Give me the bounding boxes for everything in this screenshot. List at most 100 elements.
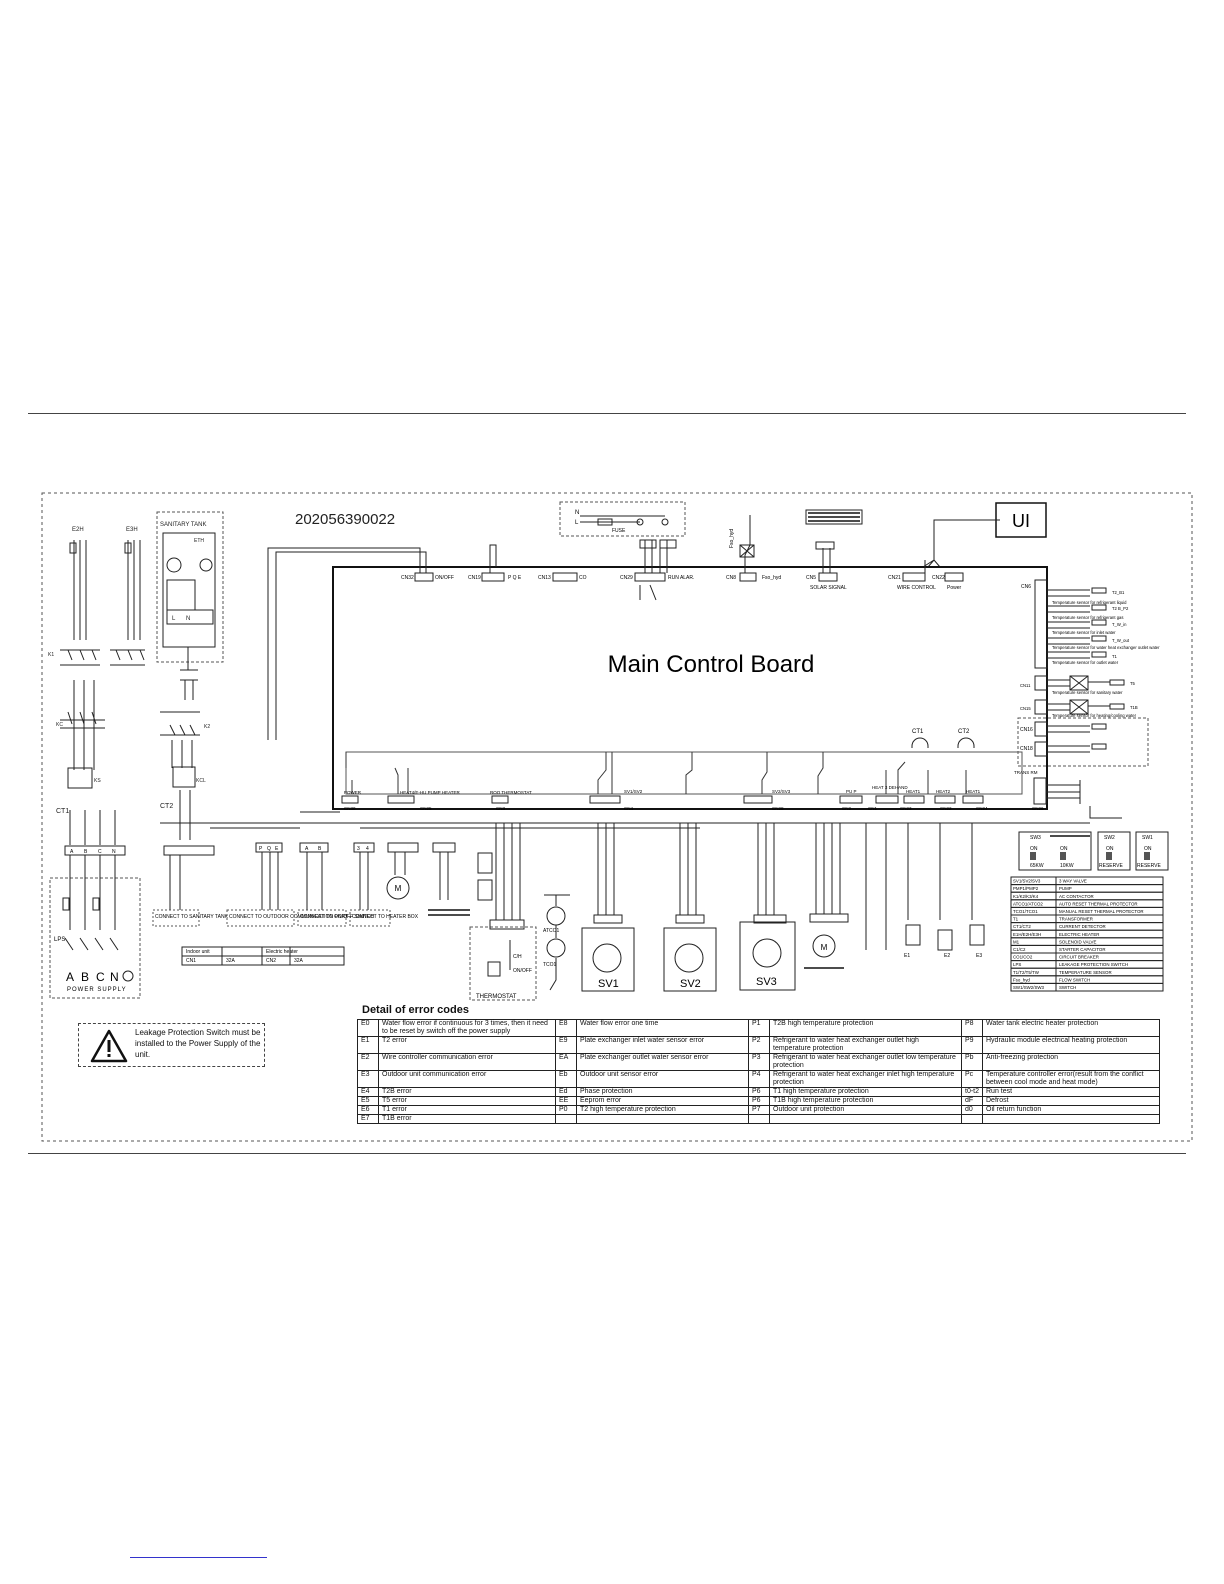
svg-text:WIRE CONTROL: WIRE CONTROL <box>897 585 936 591</box>
error-description: Anti-freezing protection <box>982 1053 1160 1071</box>
svg-text:POWER: POWER <box>344 790 362 795</box>
legend-description: LEAKAGE PROTECTION SWITCH <box>1059 962 1128 967</box>
svg-text:ON: ON <box>1030 846 1038 852</box>
svg-text:CN18: CN18 <box>1020 746 1033 752</box>
svg-text:CT2: CT2 <box>958 729 970 735</box>
bottom-bus <box>160 811 1090 829</box>
legend-symbol: SV1/SV2/SV3 <box>1013 879 1041 884</box>
svg-text:CN32: CN32 <box>401 575 414 581</box>
svg-text:HEAT1: HEAT1 <box>906 789 921 794</box>
svg-text:CN16: CN16 <box>1020 727 1033 733</box>
svg-text:CN8: CN8 <box>726 575 736 581</box>
svg-text:CN3: CN3 <box>496 806 505 811</box>
svg-text:PU P: PU P <box>846 789 857 794</box>
error-code: EA <box>555 1053 577 1071</box>
error-code: t0-t2 <box>961 1087 983 1097</box>
svg-text:T1: T1 <box>1112 654 1118 659</box>
legend-description: AUTO RESET THERMAL PROTECTOR <box>1059 901 1138 906</box>
error-description: T1B high temperature protection <box>769 1096 962 1106</box>
svg-text:CN19: CN19 <box>468 575 481 581</box>
error-code: Eb <box>555 1070 577 1088</box>
svg-text:CN4: CN4 <box>624 806 633 811</box>
svg-text:POWER SUPPLY: POWER SUPPLY <box>67 987 127 993</box>
error-code: P9 <box>961 1036 983 1054</box>
board-internal-wires <box>345 752 967 794</box>
fuse-label: FUSE <box>612 528 626 534</box>
svg-text:CN15: CN15 <box>1020 706 1031 711</box>
legend-symbol: K1/K2/K3/K4 <box>1013 894 1039 899</box>
svg-text:E3: E3 <box>976 953 982 959</box>
svg-text:RESERVE: RESERVE <box>1099 863 1123 869</box>
svg-text:RUN ALAR.: RUN ALAR. <box>668 575 694 581</box>
svg-text:3: 3 <box>357 846 360 852</box>
svg-text:C: C <box>98 849 102 855</box>
svg-text:4: 4 <box>366 846 369 852</box>
svg-text:32A: 32A <box>294 958 304 964</box>
error-description: Wire controller communication error <box>378 1053 556 1071</box>
svg-text:ON: ON <box>1106 846 1114 852</box>
svg-text:SV1/SV2: SV1/SV2 <box>624 789 643 794</box>
warning-icon <box>90 1029 128 1063</box>
error-description: T2B high temperature protection <box>769 1019 962 1037</box>
svg-text:CN24: CN24 <box>976 806 988 811</box>
error-code: P6 <box>748 1087 770 1097</box>
svg-text:HEAT2: HEAT2 <box>936 789 951 794</box>
svg-text:CN21: CN21 <box>888 575 901 581</box>
legend-description: CIRCUIT BREAKER <box>1059 955 1099 960</box>
error-description: Outdoor unit protection <box>769 1105 962 1115</box>
error-description: Refrigerant to water heat exchanger outl… <box>769 1036 962 1054</box>
svg-text:CONNECT TO SANITARY TANK: CONNECT TO SANITARY TANK <box>155 914 229 920</box>
svg-text:K1: K1 <box>48 652 54 658</box>
svg-text:CN5: CN5 <box>806 575 816 581</box>
svg-text:B: B <box>84 849 88 855</box>
legend-symbol: SW1/SW2/SW3 <box>1013 985 1045 990</box>
svg-text:B: B <box>81 970 89 984</box>
ct-sensors: CT1 CT2 <box>911 729 975 748</box>
error-code: Ed <box>555 1087 577 1097</box>
error-description: Water flow error one time <box>576 1019 749 1037</box>
error-code: E6 <box>357 1105 379 1115</box>
error-code <box>748 1114 770 1124</box>
legend-symbol: TCO1/TCO1 <box>1013 909 1038 914</box>
legend-symbol: CT1/CT2 <box>1013 924 1031 929</box>
error-description: Run test <box>982 1087 1160 1097</box>
error-code: EE <box>555 1096 577 1106</box>
svg-text:THERMOSTAT: THERMOSTAT <box>476 994 517 1000</box>
svg-text:L: L <box>172 616 176 622</box>
error-description: T1 error <box>378 1105 556 1115</box>
svg-text:CN30: CN30 <box>344 806 356 811</box>
svg-text:P Q E: P Q E <box>508 575 522 581</box>
legend-symbol: ATCO1/ATCO2 <box>1013 901 1043 906</box>
svg-text:TCO1: TCO1 <box>543 962 557 968</box>
svg-text:CN22: CN22 <box>932 575 945 581</box>
svg-text:SW3: SW3 <box>1030 835 1041 841</box>
svg-text:T_W_in: T_W_in <box>1112 622 1127 627</box>
leakage-warning-text: Leakage Protection Switch must be instal… <box>135 1028 261 1059</box>
error-code: E0 <box>357 1019 379 1037</box>
error-description: T1 high temperature protection <box>769 1087 962 1097</box>
svg-text:B: B <box>318 846 322 852</box>
svg-text:HEAT 3 DEHAND: HEAT 3 DEHAND <box>872 785 908 790</box>
diagram-frame <box>41 492 1193 1142</box>
svg-text:SV1: SV1 <box>598 978 619 990</box>
svg-text:Temperature sensor for refrige: Temperature sensor for refrigerant gas <box>1052 615 1123 620</box>
svg-text:T1B: T1B <box>1130 705 1138 710</box>
svg-text:CN29: CN29 <box>620 575 633 581</box>
svg-text:ROO THERMOSTAT: ROO THERMOSTAT <box>490 790 532 795</box>
error-code: P3 <box>748 1053 770 1071</box>
main-control-board <box>332 566 1048 810</box>
power-supply: LPS A B C N POWER SUPPLY <box>49 855 141 999</box>
left-power-section: E2H E3H K1 KC KS CT1 SANITARY TANK ETH L… <box>48 511 224 845</box>
error-code: E5 <box>357 1096 379 1106</box>
svg-text:SV2/SV3: SV2/SV3 <box>772 789 791 794</box>
error-code <box>555 1114 577 1124</box>
svg-text:HEAT4/E-HU PUMP HEATER: HEAT4/E-HU PUMP HEATER <box>400 790 461 795</box>
